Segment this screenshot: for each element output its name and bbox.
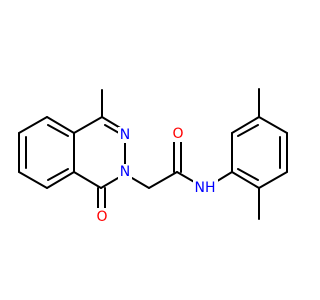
bond-ar4-ar5: [258, 116, 288, 134]
atom-o-amide: O: [170, 125, 186, 142]
bond-c7-c8: [18, 171, 48, 189]
atom-nh-amide: NH: [193, 179, 218, 196]
bond-c8-c8a-double: [47, 168, 69, 181]
bond-c5-c6: [18, 116, 48, 134]
atom-n-ring-lower-label: N: [120, 164, 130, 180]
atom-o-amide-label: O: [172, 126, 183, 142]
bond-c4-c4a: [73, 116, 103, 134]
atom-o-carbonyl-label: O: [96, 209, 107, 225]
bond-c4-n3-double: [104, 124, 120, 134]
bond-c1-c8a: [73, 171, 102, 189]
atom-labels: O NH N N O: [94, 125, 218, 225]
bond-c4a-c5: [46, 116, 75, 134]
bond-c4a-c5-double: [47, 124, 69, 137]
bonds: [18, 88, 288, 220]
atom-n-ring-upper: N: [118, 127, 132, 143]
bond-ar2-ar3: [258, 171, 288, 189]
molecule-structure-diagram: O NH N N O: [18, 88, 288, 225]
bond-ar5-ar6-double: [237, 124, 259, 137]
atom-o-carbonyl: O: [94, 208, 110, 225]
atom-n-ring-upper-label: N: [120, 127, 130, 143]
bond-ch2-camide: [148, 171, 178, 189]
bond-n2-ch2: [131, 177, 150, 189]
atom-n-ring-lower: N: [118, 164, 132, 180]
bond-c8-c8a: [46, 171, 75, 189]
bond-n2-c1: [100, 177, 119, 189]
bond-ar5-ar6: [231, 116, 260, 134]
bond-ar1-ar2-double: [237, 168, 259, 181]
atom-nh-amide-label: NH: [195, 180, 216, 196]
bond-ar1-ar2: [231, 171, 260, 189]
structure-canvas: O NH N N O: [18, 88, 288, 225]
bond-camide-nh: [176, 171, 197, 184]
